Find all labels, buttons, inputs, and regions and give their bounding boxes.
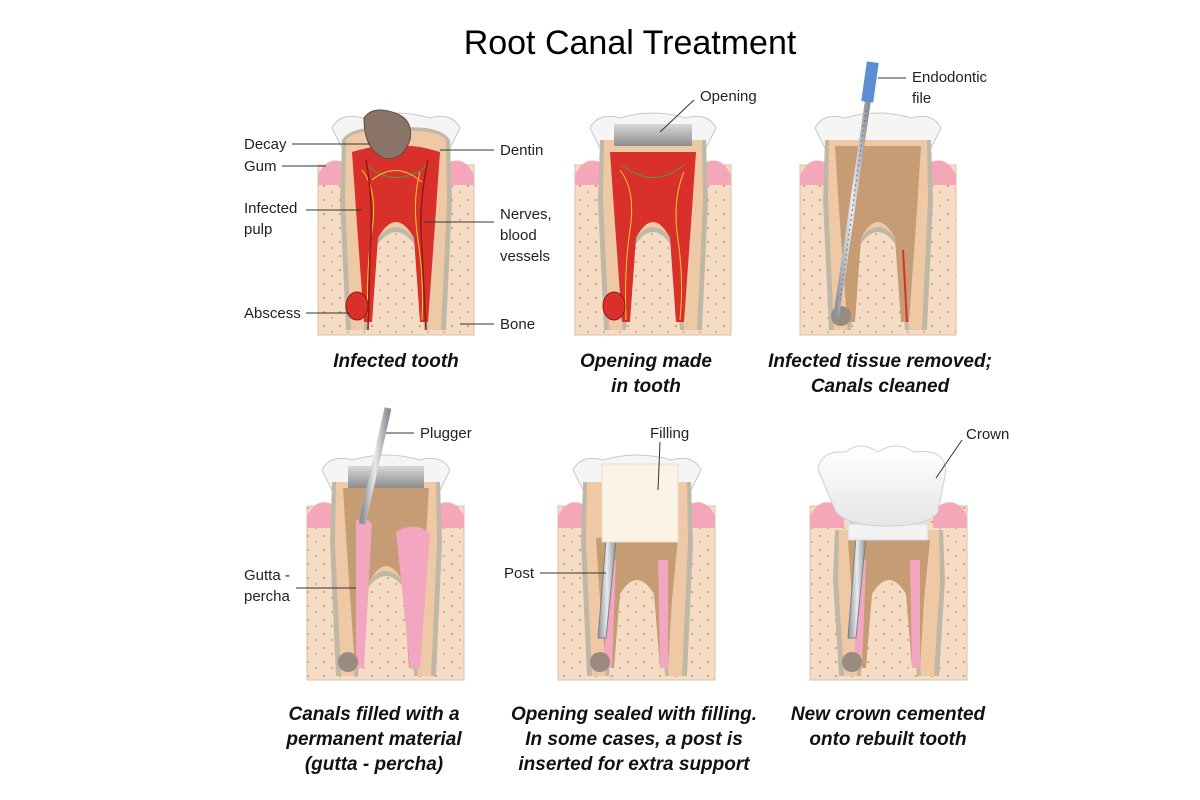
- label-nerves-line3: vessels: [500, 248, 550, 265]
- panel-sealed-filling: Filling Post Opening sealed with filling…: [504, 425, 757, 775]
- label-infected-pulp-line1: Infected: [244, 200, 297, 217]
- label-abscess: Abscess: [244, 305, 301, 322]
- label-gutta-percha-line2: percha: [244, 588, 291, 605]
- label-decay: Decay: [244, 136, 287, 153]
- caption-cleaned-line1: Infected tissue removed;: [768, 351, 992, 372]
- plugger-icon: [358, 407, 392, 525]
- caption-opening-line2: in tooth: [611, 376, 681, 397]
- tooth-illustration-3: [799, 112, 957, 336]
- label-dentin: Dentin: [500, 142, 543, 159]
- crown-icon: [817, 445, 947, 541]
- label-endodontic-file-line1: Endodontic: [912, 69, 988, 86]
- caption-sealed-line2: In some cases, a post is: [525, 729, 743, 750]
- label-nerves-line1: Nerves,: [500, 206, 552, 223]
- caption-filled-line2: permanent material: [285, 729, 462, 750]
- tooth-illustration-1: [317, 109, 475, 336]
- tooth-illustration-4: [306, 454, 465, 681]
- label-nerves-line2: blood: [500, 227, 537, 244]
- caption-sealed-line3: inserted for extra support: [518, 754, 750, 775]
- label-post: Post: [504, 565, 535, 582]
- label-gutta-percha-line1: Gutta -: [244, 567, 290, 584]
- label-crown: Crown: [966, 426, 1009, 443]
- panel-infected-tooth: Decay Gum Infected pulp Abscess Dentin N…: [244, 109, 552, 372]
- caption-crown-line2: onto rebuilt tooth: [809, 729, 966, 750]
- label-infected-pulp-line2: pulp: [244, 221, 272, 238]
- caption-infected-tooth: Infected tooth: [333, 351, 459, 372]
- label-endodontic-file-line2: file: [912, 90, 931, 107]
- endodontic-file-icon: [833, 61, 879, 319]
- panel-canals-cleaned: Endodontic file Infected tissue removed;…: [768, 61, 992, 397]
- tooth-illustration-2: [574, 112, 732, 336]
- label-plugger: Plugger: [420, 425, 472, 442]
- caption-filled-line1: Canals filled with a: [288, 704, 459, 725]
- panel-new-crown: Crown New crown cemented onto rebuilt to…: [791, 426, 1010, 750]
- filling-icon: [601, 463, 679, 543]
- label-opening: Opening: [700, 88, 757, 105]
- label-filling: Filling: [650, 425, 689, 442]
- caption-crown-line1: New crown cemented: [791, 704, 986, 725]
- caption-sealed-line1: Opening sealed with filling.: [511, 704, 757, 725]
- label-bone: Bone: [500, 316, 535, 333]
- panel-opening-made: Opening Opening made in tooth: [574, 88, 757, 397]
- label-gum: Gum: [244, 158, 277, 175]
- caption-cleaned-line2: Canals cleaned: [811, 376, 950, 397]
- caption-filled-line3: (gutta - percha): [305, 754, 443, 775]
- panel-canals-filled: Plugger Gutta - percha Canals filled wit…: [244, 407, 472, 775]
- diagram-title: Root Canal Treatment: [464, 24, 797, 62]
- caption-opening-line1: Opening made: [580, 351, 712, 372]
